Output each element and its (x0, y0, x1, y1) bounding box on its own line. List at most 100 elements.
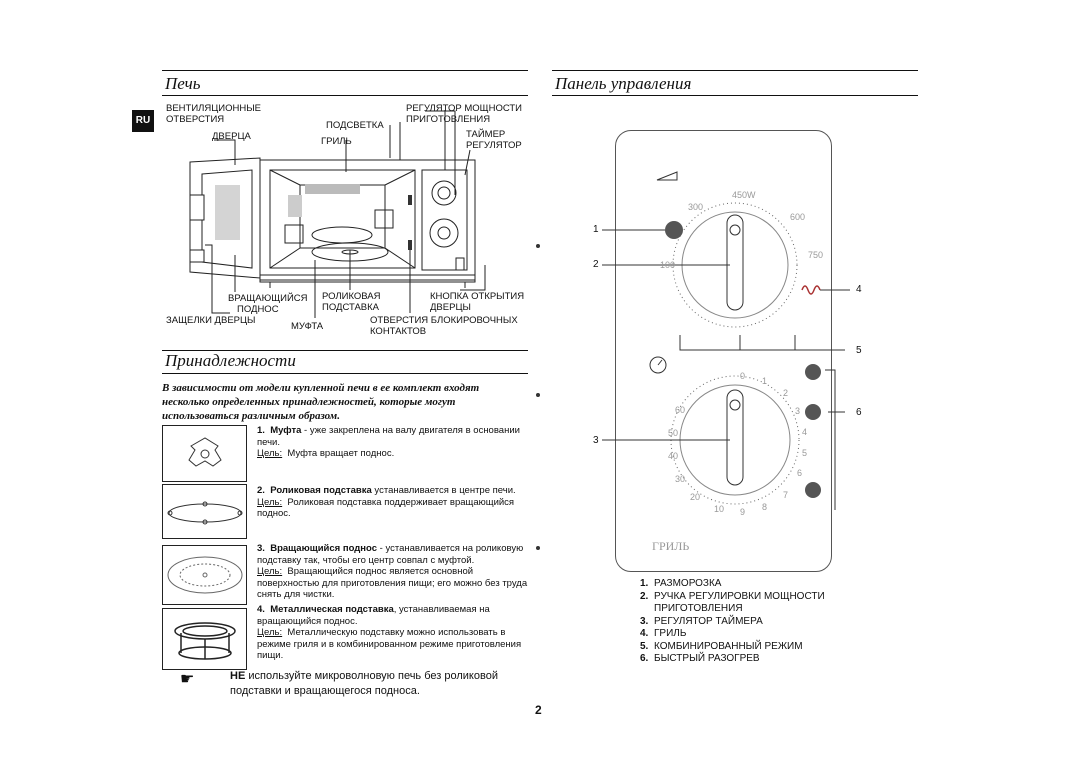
accessory-item-4: 4. Металлическая подставка, устанавливае… (257, 604, 529, 662)
panel-top-rule (552, 70, 918, 71)
item-1-number: 1. (257, 425, 265, 436)
panel-title-rule (552, 95, 918, 96)
power-tick-750: 750 (808, 250, 823, 260)
metal-rack-icon (174, 622, 236, 660)
item-1-name: Муфта (270, 425, 302, 436)
timer-tick-9: 9 (740, 507, 745, 517)
timer-tick-2: 2 (783, 388, 788, 398)
accessory-item-1: 1. Муфта - уже закреплена на валу двигат… (257, 425, 529, 460)
page-number: 2 (535, 703, 542, 717)
metal-rack-image (162, 608, 247, 670)
item-2-goal: Роликовая подставка поддерживает вращающ… (257, 496, 515, 520)
label-holes: ОТВЕРСТИЯ БЛОКИРОВОЧНЫХ (370, 315, 518, 326)
label-latches: ЗАЩЕЛКИ ДВЕРЦЫ (166, 315, 256, 326)
label-timer: ТАЙМЕР (466, 129, 506, 140)
item-1-goal: Муфта вращает поднос. (287, 448, 395, 459)
label-holes-2: КОНТАКТОВ (370, 326, 427, 337)
legend-item: ПРИГОТОВЛЕНИЯ (654, 603, 743, 614)
divider-dot (536, 244, 540, 248)
callout-1: 1 (593, 224, 599, 235)
timer-tick-6: 6 (797, 468, 802, 478)
pointing-hand-icon: ☛ (180, 671, 195, 688)
coupler-icon (188, 437, 222, 467)
item-4-number: 4. (257, 604, 265, 615)
item-4-goal: Металлическую подставку можно использова… (257, 627, 522, 661)
accessories-title: Принадлежности (165, 351, 296, 370)
item-3-number: 3. (257, 543, 265, 554)
coupler-image (162, 425, 247, 482)
accessories-intro: В зависимости от модели купленной печи в… (162, 382, 480, 422)
power-tick-450w: 450W (732, 190, 756, 200)
item-3-desc: - устанавливается на роликовую подставку… (257, 543, 524, 566)
timer-tick-0: 0 (740, 371, 745, 381)
power-tick-100: 100 (660, 260, 675, 270)
timer-tick-50: 50 (668, 428, 678, 438)
timer-tick-30: 30 (675, 474, 685, 484)
item-4-goal-label: Цель: (257, 627, 283, 638)
panel-legend: 1.РАЗМОРОЗКА 2.РУЧКА РЕГУЛИРОВКИ МОЩНОСТ… (640, 578, 825, 666)
oven-top-rule (162, 70, 528, 71)
legend-item: 1.РАЗМОРОЗКА (640, 578, 722, 589)
legend-item: 4.ГРИЛЬ (640, 628, 687, 639)
callout-5: 5 (856, 345, 862, 356)
accessory-item-2: 2. Роликовая подставка устанавливается в… (257, 485, 529, 520)
item-4-name: Металлическая подставка (270, 604, 394, 615)
legend-item: 6.БЫСТРЫЙ РАЗОГРЕВ (640, 653, 760, 664)
label-coupler: МУФТА (291, 321, 324, 332)
roller-ring-icon (167, 501, 243, 525)
timer-tick-1: 1 (762, 376, 767, 386)
accessories-top-rule (162, 350, 528, 351)
turntable-image (162, 545, 247, 605)
callout-2: 2 (593, 259, 599, 270)
item-3-name: Вращающийся поднос (270, 543, 378, 554)
label-vents: ВЕНТИЛЯЦИОННЫЕ (166, 103, 261, 114)
label-door: ДВЕРЦА (212, 131, 251, 142)
label-vents-2: ОТВЕРСТИЯ (166, 114, 225, 125)
accessory-item-3: 3. Вращающийся поднос - устанавливается … (257, 543, 529, 601)
label-open-button-2: ДВЕРЦЫ (430, 302, 471, 313)
timer-tick-20: 20 (690, 492, 700, 502)
timer-tick-10: 10 (714, 504, 724, 514)
panel-title: Панель управления (555, 74, 692, 93)
item-2-goal-label: Цель: (257, 496, 283, 508)
control-panel (615, 130, 832, 572)
label-light: ПОДСВЕТКА (326, 120, 384, 131)
label-grill: ГРИЛЬ (321, 136, 352, 147)
control-panel-graphics: 450W 300 600 750 100 0 1 2 3 4 5 6 7 8 9… (602, 171, 850, 553)
item-3-goal: Вращающийся поднос является основной пов… (257, 566, 528, 600)
callout-4: 4 (856, 284, 862, 295)
label-power-reg-2: ПРИГОТОВЛЕНИЯ (406, 114, 491, 125)
warning-note-strong: НЕ (230, 670, 246, 682)
item-2-name: Роликовая подставка (270, 485, 372, 496)
label-roller: РОЛИКОВАЯ (322, 291, 381, 302)
timer-tick-8: 8 (762, 502, 767, 512)
item-2-desc: устанавливается в центре печи. (371, 485, 516, 496)
oven-illustration (189, 110, 486, 318)
oven-title-rule (162, 95, 528, 96)
item-4-desc: , устанавливаемая на вращающийся поднос. (257, 604, 490, 627)
oven-title: Печь (165, 74, 201, 93)
turntable-icon (167, 556, 243, 594)
label-power-reg: РЕГУЛЯТОР МОЩНОСТИ (406, 103, 523, 114)
item-1-desc: - уже закреплена на валу двигателя в осн… (257, 425, 520, 448)
timer-tick-60: 60 (675, 405, 685, 415)
grill-panel-text: ГРИЛЬ (652, 539, 689, 553)
language-badge: RU (132, 110, 154, 132)
label-ring: ВРАЩАЮЩИЙСЯ (228, 293, 308, 304)
callout-6: 6 (856, 407, 862, 418)
timer-tick-3: 3 (795, 406, 800, 416)
accessories-title-rule (162, 373, 528, 374)
warning-note: НЕ используйте микроволновую печь без ро… (230, 669, 525, 699)
label-roller-2: ПОДСТАВКА (322, 302, 380, 313)
label-ring-2: ПОДНОС (237, 304, 279, 315)
divider-dot (536, 393, 540, 397)
warning-note-text: используйте микроволновую печь без ролик… (230, 670, 498, 697)
roller-ring-image (162, 484, 247, 539)
legend-item: 5.КОМБИНИРОВАННЫЙ РЕЖИМ (640, 640, 803, 652)
legend-item: 3.РЕГУЛЯТОР ТАЙМЕРА (640, 615, 763, 627)
legend-item: 2.РУЧКА РЕГУЛИРОВКИ МОЩНОСТИ (640, 590, 825, 602)
divider-dot (536, 546, 540, 550)
callout-3: 3 (593, 435, 599, 446)
timer-tick-4: 4 (802, 427, 807, 437)
power-tick-300: 300 (688, 202, 703, 212)
